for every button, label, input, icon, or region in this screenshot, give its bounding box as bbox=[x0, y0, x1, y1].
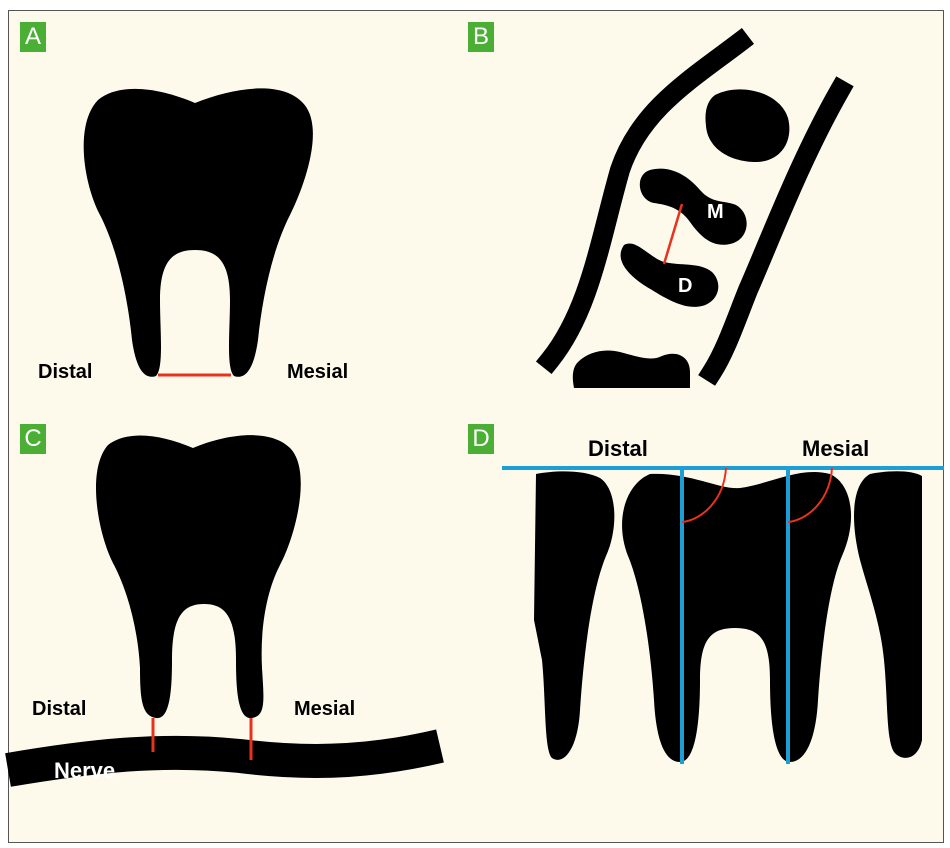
panel-tag-d: D bbox=[468, 424, 494, 454]
mesial-label-c: Mesial bbox=[294, 698, 355, 720]
distal-label-c: Distal bbox=[32, 698, 86, 720]
panel-tag-b: B bbox=[468, 22, 494, 52]
root-label-d: D bbox=[678, 275, 692, 297]
nerve-label: Nerve bbox=[54, 758, 115, 783]
mesial-label-d: Mesial bbox=[802, 436, 869, 461]
distal-label-a: Distal bbox=[38, 361, 92, 383]
mesial-label-a: Mesial bbox=[287, 361, 348, 383]
adjacent-tooth-b bbox=[573, 350, 690, 388]
root-label-m: M bbox=[707, 201, 724, 223]
panel-tag-c: C bbox=[20, 424, 46, 454]
distal-label-d: Distal bbox=[588, 436, 648, 461]
panel-tag-a: A bbox=[20, 22, 46, 52]
